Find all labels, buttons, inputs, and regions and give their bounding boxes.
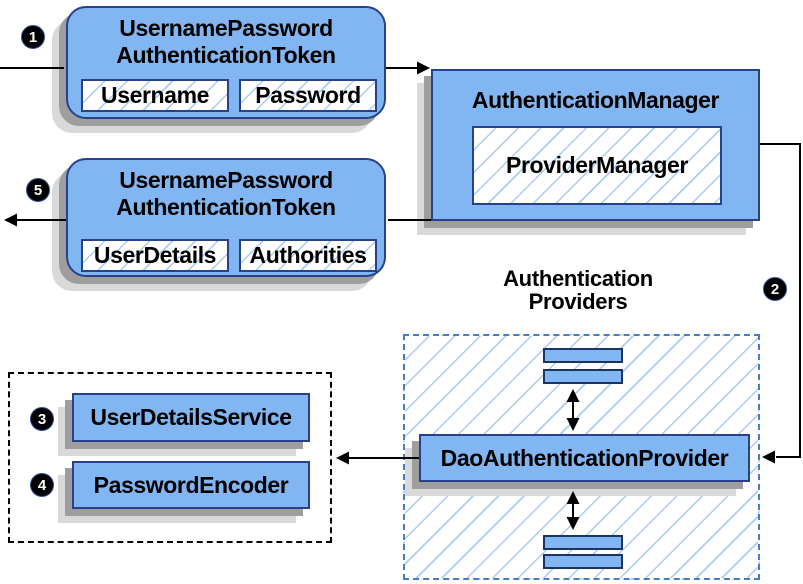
arrow-manager-to-providers-line [760,143,801,458]
result-token-title-line1: UsernamePassword [119,167,333,193]
arrow-provider-to-services-head [336,451,349,465]
step-4-badge: 4 [30,473,54,497]
result-token-box: UsernamePassword AuthenticationToken Use… [66,158,386,277]
authentication-manager-title: AuthenticationManager [471,87,720,113]
step-3-badge: 3 [30,407,54,431]
userdetails-field-box: UserDetails [81,239,229,272]
step-5-badge: 5 [26,178,50,202]
user-details-service-box: UserDetailsService [72,393,310,442]
provider-placeholder-bar-4 [543,554,623,569]
request-token-title: UsernamePassword AuthenticationToken [68,8,384,69]
providers-group-caption: Authentication Providers [468,267,688,313]
providers-caption-line1: Authentication [503,266,653,291]
request-token-box: UsernamePassword AuthenticationToken Use… [66,6,386,119]
username-field-box: Username [81,79,229,112]
step-1-badge: 1 [21,25,45,49]
provider-placeholder-bar-3 [543,535,623,550]
authorities-field-box: Authorities [239,239,377,272]
providers-caption-line2: Providers [528,289,628,314]
step-2-badge: 2 [763,277,787,301]
provider-manager-box: ProviderManager [472,126,722,205]
arrow-token-to-manager-head [417,61,430,75]
result-token-title-line2: AuthenticationToken [116,194,336,220]
authentication-manager-box: AuthenticationManager ProviderManager [431,69,760,221]
request-token-title-line2: AuthenticationToken [116,42,336,68]
arrow-manager-to-providers-head [762,450,775,464]
arrow-outgoing-result-head [4,213,17,227]
request-token-title-line1: UsernamePassword [119,15,333,41]
dao-authentication-provider-box: DaoAuthenticationProvider [419,434,750,482]
password-encoder-box: PasswordEncoder [72,461,310,509]
provider-placeholder-bar-1 [543,348,623,363]
services-group-container [8,372,332,543]
password-field-box: Password [239,79,377,112]
result-token-title: UsernamePassword AuthenticationToken [68,160,384,221]
provider-placeholder-bar-2 [543,369,623,384]
